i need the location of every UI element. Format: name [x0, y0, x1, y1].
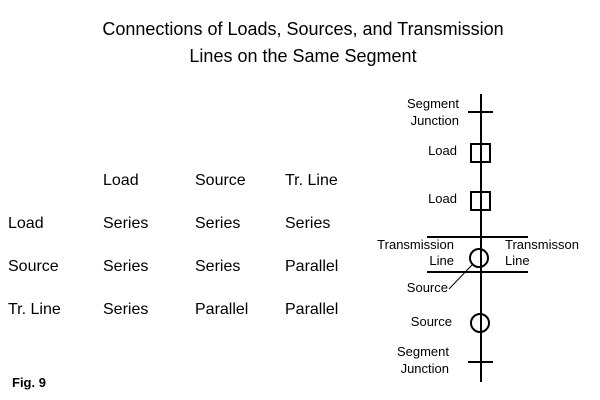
label-load-bottom: Load [428, 191, 457, 206]
figure-title: Connections of Loads, Sources, and Trans… [0, 16, 600, 70]
source-callout-leader-line [448, 264, 473, 290]
figure-caption: Fig. 9 [12, 375, 46, 390]
matrix-cell-source-load: Series [103, 258, 149, 275]
matrix-cell-source-source: Series [195, 258, 241, 275]
matrix-col-header-source: Source [195, 172, 246, 189]
source-circle-bottom [470, 313, 490, 333]
matrix-cell-trline-load: Series [103, 301, 149, 318]
figure-title-line2: Lines on the Same Segment [189, 46, 417, 66]
matrix-cell-load-trline: Series [285, 215, 331, 232]
label-transmission-line-right: Transmisson Line [505, 237, 579, 268]
source-circle-transmission [469, 248, 489, 268]
matrix-cell-load-load: Series [103, 215, 149, 232]
matrix-cell-load-source: Series [195, 215, 241, 232]
matrix-row-header-load: Load [8, 215, 44, 232]
matrix-col-header-tr-line: Tr. Line [285, 172, 338, 189]
matrix-row-header-tr-line: Tr. Line [8, 301, 61, 318]
label-segment-junction-bottom: Segment Junction [396, 344, 449, 376]
label-source-callout: Source [406, 280, 448, 295]
load-square-top [470, 143, 491, 163]
matrix-cell-trline-source: Parallel [195, 301, 249, 318]
matrix-cell-trline-trline: Parallel [285, 301, 339, 318]
figure-title-line1: Connections of Loads, Sources, and Trans… [102, 19, 504, 39]
label-source-bottom: Source [410, 314, 452, 329]
matrix-row-header-source: Source [8, 258, 59, 275]
load-square-bottom [470, 191, 491, 211]
matrix-cell-source-trline: Parallel [285, 258, 339, 275]
label-transmission-line-left: Transmission Line [377, 237, 454, 268]
matrix-col-header-load: Load [103, 172, 139, 189]
label-segment-junction-top: Segment Junction [406, 96, 459, 128]
label-load-top: Load [428, 143, 457, 158]
